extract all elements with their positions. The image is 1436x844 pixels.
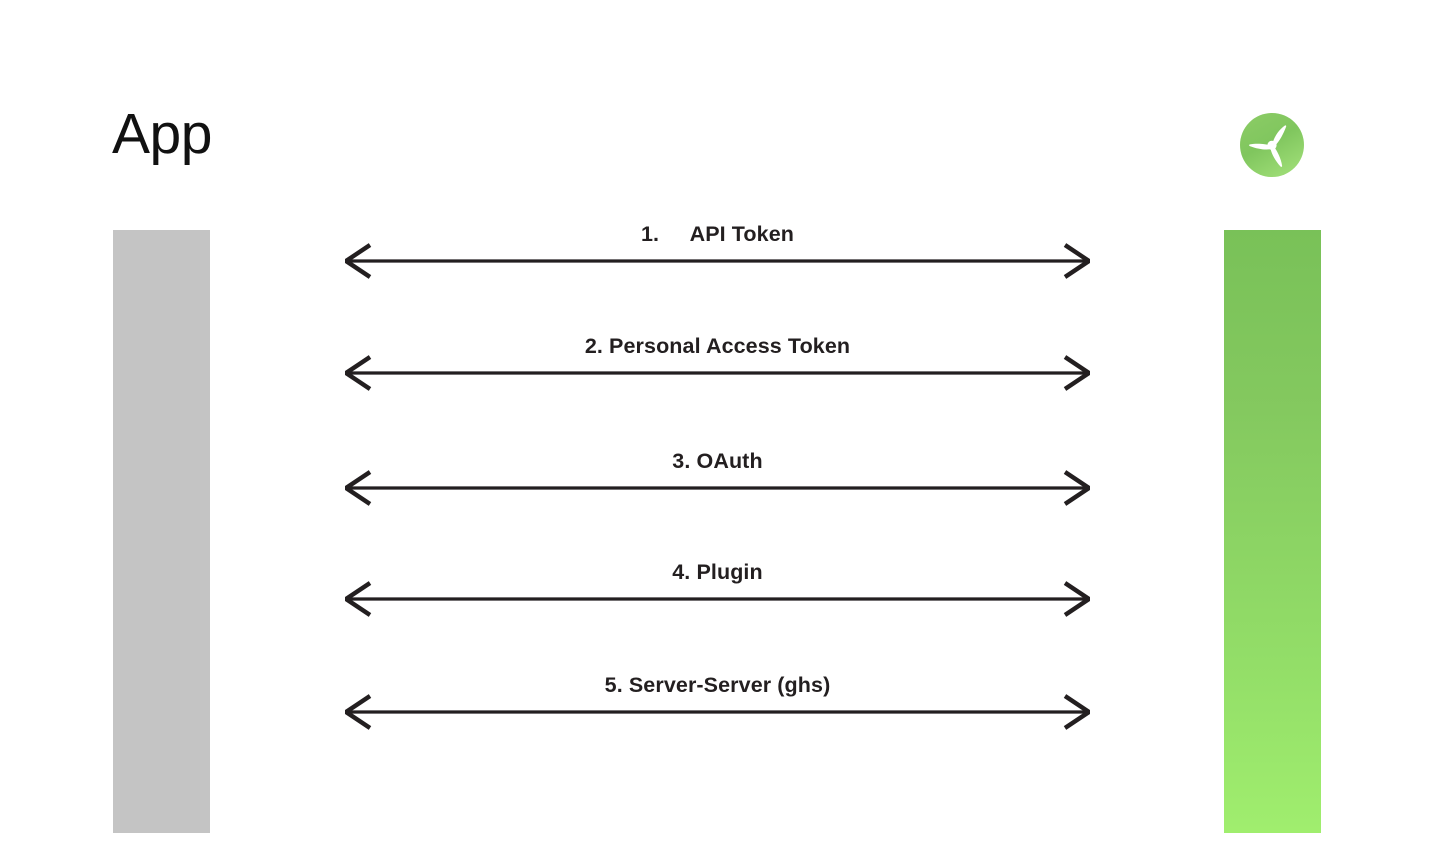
bidirectional-arrow-icon <box>345 243 1090 279</box>
app-lifeline-bar <box>113 230 210 833</box>
green-propeller-logo-icon <box>1239 112 1305 178</box>
service-lifeline-bar <box>1224 230 1321 833</box>
message-label: 5. Server-Server (ghs) <box>604 673 831 698</box>
message-label: 4. Plugin <box>672 560 763 585</box>
bidirectional-arrow-icon <box>345 355 1090 391</box>
bidirectional-arrow-icon <box>345 581 1090 617</box>
message-label: 1. API Token <box>640 222 795 247</box>
bidirectional-arrow-icon <box>345 470 1090 506</box>
message-label: 3. OAuth <box>672 449 763 474</box>
bidirectional-arrow-icon <box>345 694 1090 730</box>
message-label: 2. Personal Access Token <box>584 334 851 359</box>
page-title: App <box>112 102 212 166</box>
